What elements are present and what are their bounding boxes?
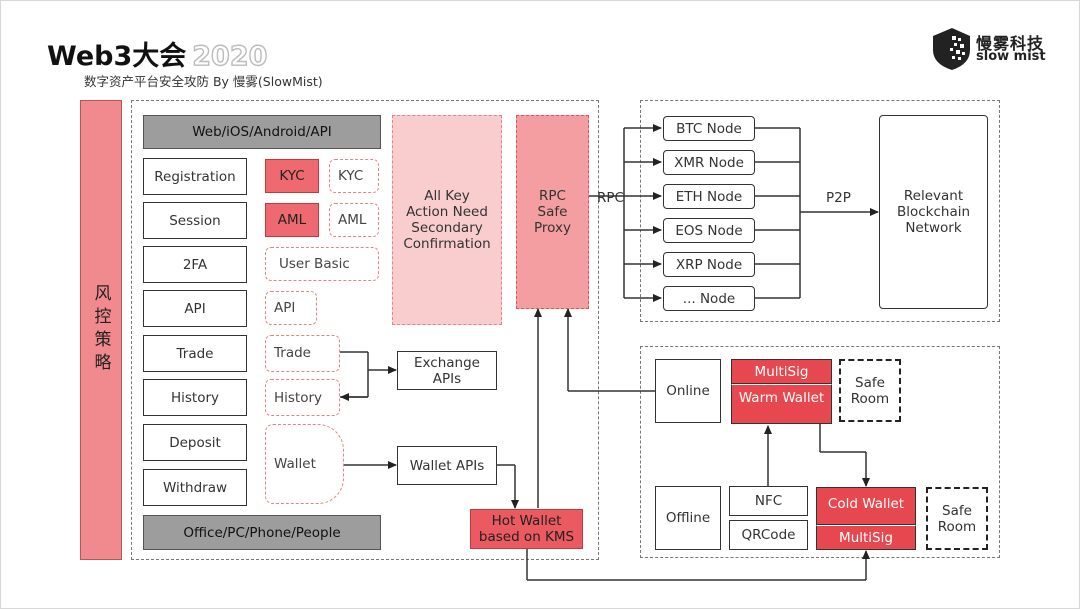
blockchain-network-box: Relevant Blockchain Network bbox=[879, 115, 988, 309]
platform-region bbox=[131, 100, 599, 560]
history-database-label: History bbox=[274, 389, 323, 406]
warm-wallet-box: Warm Wallet bbox=[731, 384, 832, 424]
risk-control-sidebar: 风控策略 bbox=[80, 100, 122, 560]
module-withdraw: Withdraw bbox=[143, 469, 247, 506]
bottom-access-bar: Office/PC/Phone/People bbox=[143, 515, 381, 550]
node-xmr: XMR Node bbox=[663, 150, 755, 175]
qrcode-box: QRCode bbox=[729, 520, 808, 550]
aml-database-label: AML bbox=[338, 212, 367, 228]
top-access-bar: Web/iOS/Android/API bbox=[143, 115, 381, 149]
trade-database: Trade bbox=[265, 335, 340, 372]
wallet-apis-box: Wallet APIs bbox=[397, 446, 497, 485]
module-trade: Trade bbox=[143, 335, 247, 372]
nfc-box: NFC bbox=[729, 486, 808, 516]
kyc-database: KYC bbox=[329, 159, 379, 193]
slide-subtitle: 数字资产平台安全攻防 By 慢雾(SlowMist) bbox=[84, 74, 323, 89]
title-year: 2020 bbox=[192, 40, 269, 72]
exchange-apis-box: Exchange APIs bbox=[397, 351, 497, 390]
rpc-label: RPC bbox=[597, 190, 624, 206]
slowmist-logo-icon bbox=[933, 28, 970, 70]
rpc-safe-proxy-box: RPC Safe Proxy bbox=[516, 115, 589, 309]
node-btc: BTC Node bbox=[663, 116, 755, 141]
module-history: History bbox=[143, 379, 247, 416]
kyc-filled-box: KYC bbox=[265, 159, 319, 193]
aml-filled-box: AML bbox=[265, 203, 319, 237]
title-text: Web3大会 bbox=[47, 41, 187, 72]
api-database: API bbox=[265, 291, 317, 325]
node-xrp: XRP Node bbox=[663, 252, 755, 277]
wallet-database-label: Wallet bbox=[274, 456, 316, 472]
online-box: Online bbox=[655, 359, 721, 423]
wallet-region bbox=[640, 346, 1000, 558]
module-deposit: Deposit bbox=[143, 424, 247, 461]
node-eth: ETH Node bbox=[663, 184, 755, 209]
risk-control-label: 风控策略 bbox=[90, 284, 111, 376]
logo-english-text: slow mist bbox=[976, 49, 1046, 64]
safe-room-top: Safe Room bbox=[839, 359, 901, 422]
api-database-label: API bbox=[274, 300, 296, 316]
warm-multisig-box: MultiSig bbox=[731, 359, 832, 384]
user-basic-database: User Basic bbox=[265, 247, 379, 281]
module-2fa: 2FA bbox=[143, 246, 247, 283]
logo-chinese-text: 慢雾科技 bbox=[976, 34, 1045, 53]
wallet-database: Wallet bbox=[265, 424, 344, 504]
module-session: Session bbox=[143, 202, 247, 239]
module-registration: Registration bbox=[143, 158, 247, 195]
p2p-label: P2P bbox=[826, 190, 851, 206]
safe-room-bottom: Safe Room bbox=[926, 487, 988, 550]
kyc-database-label: KYC bbox=[338, 168, 364, 184]
cold-wallet-box: Cold Wallet bbox=[816, 487, 916, 525]
history-database: History bbox=[265, 379, 340, 416]
node-other: ... Node bbox=[663, 286, 755, 311]
offline-box: Offline bbox=[655, 486, 721, 550]
module-api: API bbox=[143, 290, 247, 327]
user-basic-database-label: User Basic bbox=[279, 256, 350, 272]
aml-database: AML bbox=[329, 203, 379, 237]
secondary-confirmation-box: All Key Action Need Secondary Confirmati… bbox=[392, 115, 502, 325]
trade-database-label: Trade bbox=[274, 345, 311, 361]
node-eos: EOS Node bbox=[663, 218, 755, 243]
hot-wallet-box: Hot Wallet based on KMS bbox=[470, 509, 583, 549]
node-region bbox=[640, 100, 1000, 322]
cold-multisig-box: MultiSig bbox=[816, 525, 916, 550]
